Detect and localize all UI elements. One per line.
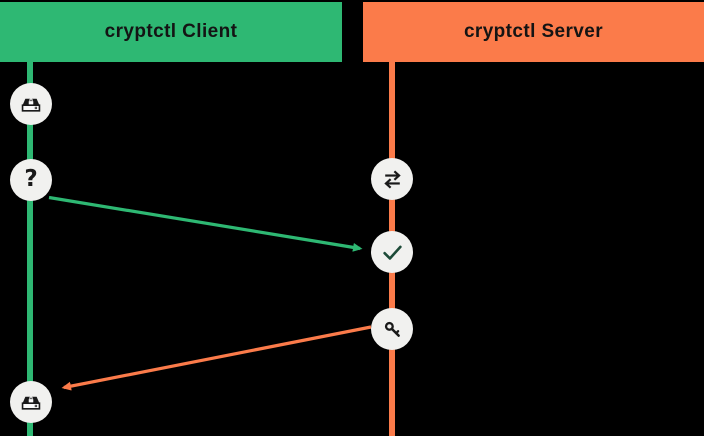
server-key-node	[371, 308, 413, 350]
server-to-client-arrow	[61, 325, 372, 391]
client-header-bar: cryptctl Client	[0, 2, 342, 62]
exchange-icon	[383, 169, 401, 189]
server-exchange-node	[371, 158, 413, 200]
key-icon	[384, 321, 400, 337]
encrypted-disk-icon	[21, 98, 41, 112]
server-header-bar: cryptctl Server	[363, 2, 704, 62]
server-check-node	[371, 231, 413, 273]
client-lifeline	[27, 62, 33, 436]
check-icon	[382, 245, 402, 260]
question-icon: ?	[24, 165, 38, 192]
client-disk-bottom-node	[10, 381, 52, 423]
client-disk-top-node	[10, 83, 52, 125]
server-title: cryptctl Server	[463, 21, 604, 42]
client-to-server-arrow	[48, 195, 363, 252]
client-question-node: ?	[10, 159, 52, 201]
encrypted-disk-icon	[21, 396, 41, 410]
client-title: cryptctl Client	[104, 21, 238, 42]
